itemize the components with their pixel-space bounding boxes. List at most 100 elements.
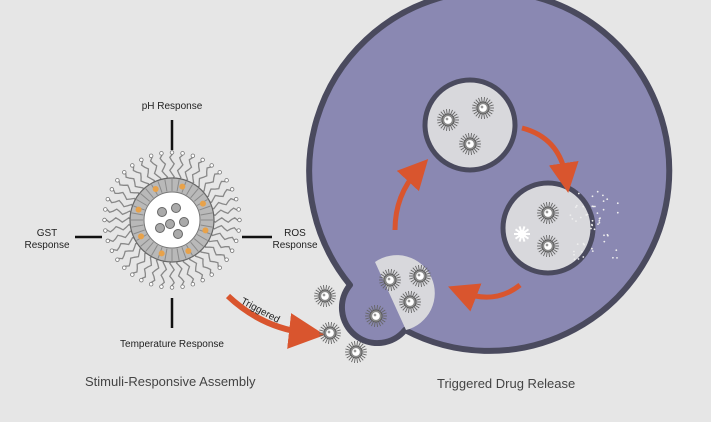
np-core [544, 209, 552, 217]
drug-dot [602, 208, 605, 211]
drug-dot [575, 204, 578, 207]
drug-dot [591, 247, 593, 250]
shell-texture [199, 205, 211, 211]
np-tail [371, 305, 374, 311]
np-tail [553, 209, 559, 212]
polymer-tail [211, 217, 239, 223]
responsive-linker [152, 186, 159, 193]
shell-texture [200, 212, 213, 216]
np-tail [422, 265, 425, 271]
np-tail [365, 312, 371, 315]
drug-dot [582, 256, 585, 258]
np-tail [451, 124, 456, 129]
np-tail [438, 122, 444, 127]
drug-dot [581, 251, 583, 253]
np-tail [380, 318, 386, 323]
nanoparticle [314, 285, 336, 307]
tail-end [200, 157, 205, 163]
np-tail [351, 341, 354, 347]
gst-response-label: GST Response [22, 228, 72, 252]
responsive-linker [199, 200, 206, 207]
np-tail [400, 304, 406, 309]
np-tail [379, 281, 385, 284]
np-tail [485, 97, 488, 103]
np-tail [409, 277, 415, 280]
polymer-tail [200, 173, 220, 193]
np-tail [538, 248, 544, 253]
np-tail [325, 322, 328, 328]
shell-texture [133, 229, 145, 235]
np-tail [385, 285, 388, 291]
np-tail [472, 133, 475, 139]
np-tail [486, 99, 491, 104]
drug-dot [591, 223, 593, 226]
np-core [416, 272, 424, 280]
np-tail [381, 317, 387, 320]
np-tail [486, 112, 491, 117]
drug-dot [591, 195, 594, 198]
np-core [444, 116, 452, 124]
np-tail [420, 265, 423, 271]
drug-dot [603, 240, 606, 243]
polymer-tail [149, 156, 162, 183]
np-tail [425, 277, 431, 280]
nanoparticle [459, 133, 481, 155]
shell-texture [164, 179, 168, 192]
np-tail [465, 133, 468, 139]
nanoparticle [537, 202, 559, 224]
tail-end [229, 187, 235, 192]
drug-dot [602, 200, 605, 203]
np-drug [322, 293, 326, 297]
tail-end [200, 277, 205, 283]
np-tail [473, 101, 479, 106]
np-tail [395, 281, 401, 284]
np-tail [315, 289, 321, 294]
np-tail [330, 322, 333, 328]
np-tail [327, 301, 330, 307]
np-core [479, 104, 487, 112]
polymer-tail [183, 156, 194, 183]
nanoparticles [314, 97, 559, 363]
np-tail [314, 297, 320, 300]
np-tail [348, 343, 353, 348]
np-tail [551, 250, 556, 255]
np-tail [376, 321, 379, 327]
np-tail [379, 307, 384, 312]
released-drug-dots [569, 190, 619, 261]
np-tail [473, 148, 478, 153]
drug-dot [598, 220, 601, 222]
gst-label-line1: GST [36, 228, 58, 239]
np-tail [465, 149, 468, 155]
cycle-arrow-up [392, 158, 429, 231]
np-tail [393, 271, 398, 276]
np-tail [472, 149, 475, 155]
endosome-right [500, 180, 596, 276]
np-tail [332, 338, 335, 344]
np-tail [368, 307, 373, 312]
np-core [326, 329, 334, 337]
np-tail [378, 321, 381, 327]
tail-end [229, 248, 235, 253]
polymer-tail [169, 153, 175, 181]
np-tail [488, 109, 494, 112]
polymer-tail [194, 252, 212, 274]
polymer-tail [199, 248, 219, 268]
cycle-arrow-left [448, 283, 522, 312]
drug-dot [582, 205, 585, 208]
tail-end [103, 207, 108, 212]
np-tail [351, 357, 354, 363]
tail-end [233, 238, 239, 244]
np-tail [328, 300, 333, 305]
np-tail [387, 285, 390, 291]
tail-end [224, 257, 229, 262]
np-tail [333, 324, 338, 329]
tail-end [115, 178, 120, 183]
np-tail [317, 300, 322, 305]
np-core [406, 298, 414, 306]
tail-end [105, 196, 111, 202]
shell-texture [176, 248, 180, 261]
drug-dot [573, 250, 575, 253]
ph-response-label: pH Response [141, 101, 203, 112]
np-tail [552, 215, 558, 220]
